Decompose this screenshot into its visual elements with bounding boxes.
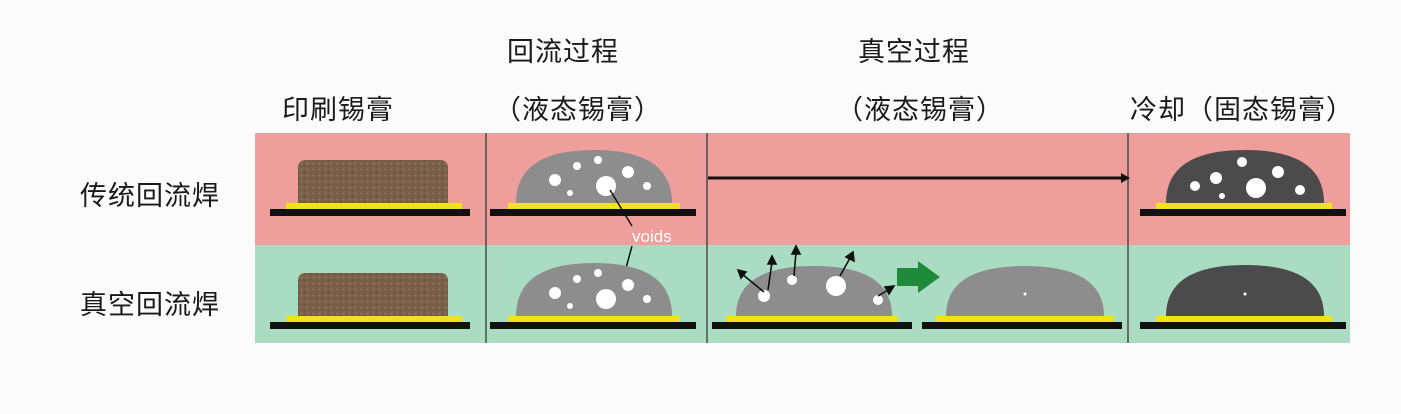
header-vacuum-title: 真空过程 (858, 37, 970, 68)
voids (549, 156, 651, 196)
green-arrow (897, 261, 940, 293)
escape-arrows (736, 244, 896, 297)
row-label-traditional: 传统回流焊 (80, 181, 220, 212)
voids (1190, 157, 1305, 199)
printed-paste-traditional (270, 160, 470, 216)
header-reflow-subtitle: （液态锡膏） (494, 95, 662, 126)
row-label-vacuum: 真空回流焊 (80, 290, 220, 321)
cooled-dome-traditional (1140, 150, 1346, 216)
vacuum-dome-degassing (712, 244, 912, 329)
voids (758, 275, 883, 305)
cooled-dome-vacuum (1140, 265, 1346, 329)
reflow-dome-traditional (490, 150, 696, 216)
header-vacuum-subtitle: （液态锡膏） (836, 95, 1004, 126)
header-print-paste: 印刷锡膏 (282, 95, 394, 126)
header-cooling: 冷却（固态锡膏） (1130, 95, 1354, 126)
voids-pointer (609, 189, 633, 227)
reflow-dome-vacuum (490, 263, 696, 329)
voids-label: voids (632, 227, 672, 246)
voids (549, 269, 651, 309)
vacuum-dome-clean (922, 266, 1122, 329)
printed-paste-vacuum (270, 273, 470, 329)
header-reflow-title: 回流过程 (507, 37, 619, 68)
